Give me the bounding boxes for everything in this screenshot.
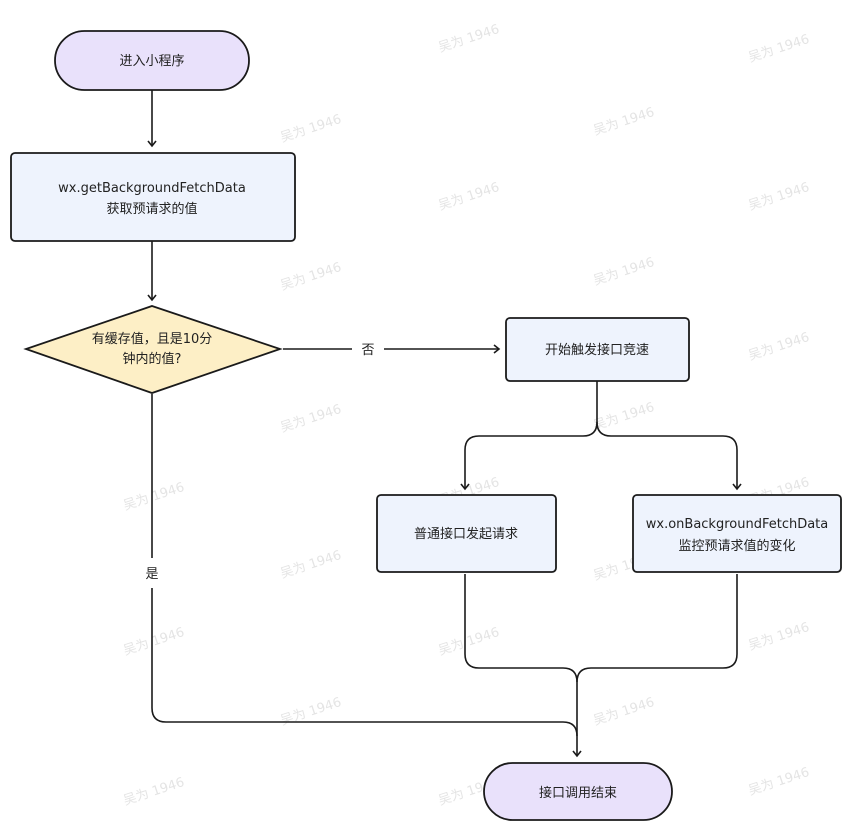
node-race-label: 开始触发接口竞速 [545,342,649,358]
process-shape [376,494,557,573]
node-normal-request: 普通接口发起请求 [376,494,557,573]
node-decision-label-line1: 有缓存值，且是10分 [92,331,213,347]
process-shape [632,494,842,573]
node-decision: 有缓存值，且是10分 钟内的值? [23,305,283,394]
node-end: 接口调用结束 [483,762,673,821]
watermark: 吴为 1946 [592,695,657,729]
edge-listen-to-end [576,574,738,683]
watermark: 吴为 1946 [592,255,657,289]
node-listen: wx.onBackgroundFetchData 监控预请求值的变化 [632,494,842,573]
watermark: 吴为 1946 [747,765,812,799]
node-start-label: 进入小程序 [119,54,184,69]
edge-race-to-normal [460,381,598,491]
process-shape [10,152,296,242]
watermark: 吴为 1946 [747,330,812,364]
edge-decision-yes-lower [151,588,578,737]
watermark: 吴为 1946 [437,22,502,56]
watermark: 吴为 1946 [279,260,344,294]
edge-label-yes: 是 [145,567,158,582]
node-fetch-label-line2: 获取预请求的值 [106,201,197,217]
watermark: 吴为 1946 [279,548,344,582]
edge-race-to-listen [596,421,742,491]
watermark-layer: 吴为 1946 吴为 1946 吴为 1946 吴为 1946 吴为 1946 … [122,22,812,809]
watermark: 吴为 1946 [279,695,344,729]
edge-labels: 否 是 [145,343,374,582]
node-normal-request-label: 普通接口发起请求 [414,526,518,542]
terminal-shape [483,762,673,821]
process-shape [505,317,690,382]
terminal-shape [54,30,250,91]
node-end-label: 接口调用结束 [539,785,617,801]
node-start: 进入小程序 [54,30,250,91]
node-fetch-label-line1: wx.getBackgroundFetchData [58,181,246,196]
node-listen-label-line1: wx.onBackgroundFetchData [646,517,829,532]
watermark: 吴为 1946 [747,620,812,654]
edges [147,90,742,758]
watermark: 吴为 1946 [279,402,344,436]
node-race: 开始触发接口竞速 [505,317,690,382]
watermark: 吴为 1946 [122,480,187,514]
watermark: 吴为 1946 [437,625,502,659]
edge-label-no: 否 [361,343,374,358]
watermark: 吴为 1946 [747,32,812,66]
node-listen-label-line2: 监控预请求值的变化 [678,538,795,554]
watermark: 吴为 1946 [592,400,657,434]
watermark: 吴为 1946 [437,180,502,214]
watermark: 吴为 1946 [122,775,187,809]
watermark: 吴为 1946 [279,112,344,146]
watermark: 吴为 1946 [122,625,187,659]
watermark: 吴为 1946 [592,105,657,139]
node-fetch: wx.getBackgroundFetchData 获取预请求的值 [10,152,296,242]
decision-shape [23,305,283,394]
node-decision-label-line2: 钟内的值? [123,351,182,367]
edge-normal-to-end [464,574,582,758]
watermark: 吴为 1946 [747,180,812,214]
